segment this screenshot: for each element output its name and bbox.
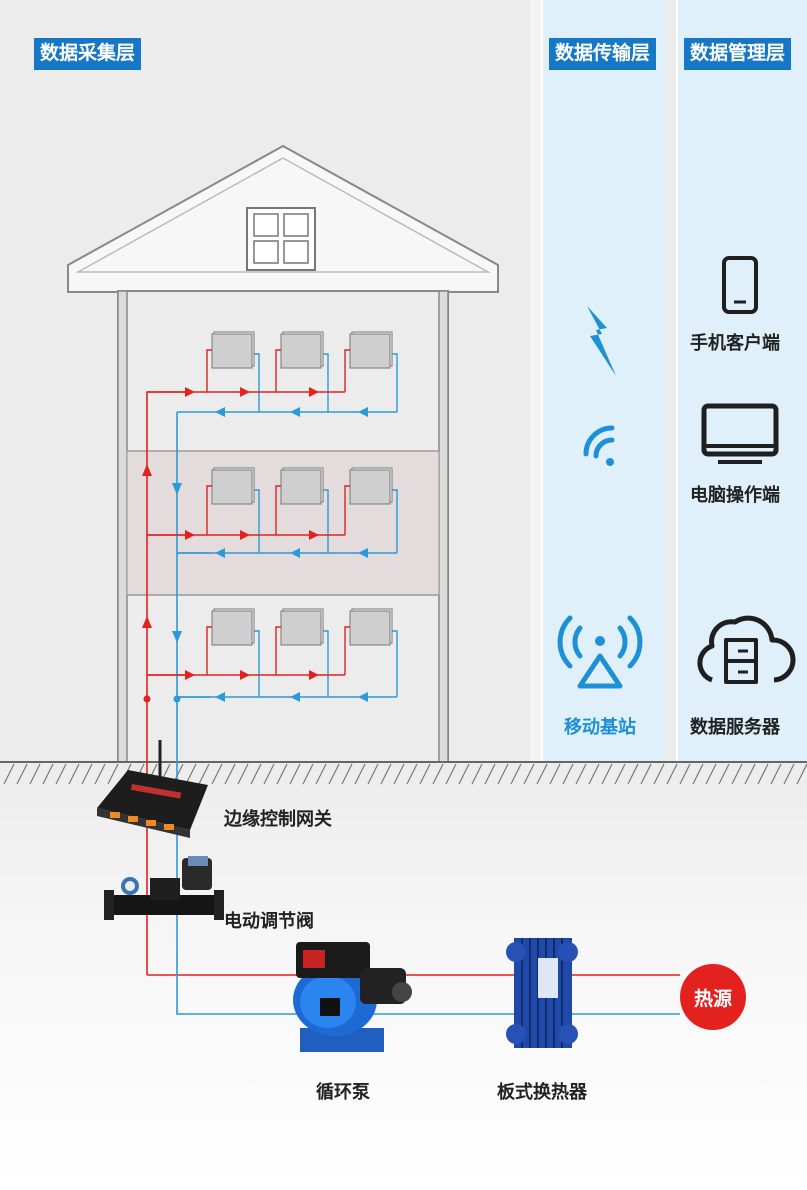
circulation-pump-device [293,942,412,1052]
flow-arrow [240,530,250,540]
flow-arrow [309,530,319,540]
radiator-floor [147,608,398,702]
flow-arrow [358,692,368,702]
flow-arrow [309,670,319,680]
flow-arrow [185,387,195,397]
lightning-icon [587,306,616,376]
data-server-label: 数据服务器 [690,717,780,737]
pc-operator-label: 电脑操作端 [690,485,780,505]
flow-arrow [215,407,225,417]
flow-arrow [215,548,225,558]
transmission-layer-tag: 数据传输层 [549,38,657,70]
flow-arrow [185,530,195,540]
flow-arrow [358,548,368,558]
collection-layer-tag: 数据采集层 [34,38,142,70]
plate-exchanger-label: 板式换热器 [497,1082,587,1102]
management-column [676,0,807,762]
flow-arrow [309,387,319,397]
electric-valve-device [104,856,224,920]
signal-tower-icon [557,615,643,689]
base-station-label: 移动基站 [564,717,636,737]
flow-arrow [290,548,300,558]
flow-arrow [240,670,250,680]
edge-gateway-label: 边缘控制网关 [224,809,332,829]
plate-exchanger-device [506,938,578,1048]
electric-valve-label: 电动调节阀 [224,911,314,931]
house [67,144,499,763]
heat-source-badge: 热源 [680,964,746,1030]
radiator-floors [147,331,398,702]
radiator-floor [147,467,398,558]
flow-arrow [240,387,250,397]
wifi-icon [583,425,615,466]
flow-arrow [358,407,368,417]
phone-client-label: 手机客户端 [690,333,780,353]
monitor-icon [701,403,779,464]
cloud-server-icon [697,615,796,684]
phone-icon [722,256,758,314]
edge-gateway-device [97,740,208,838]
circulation-pump-label: 循环泵 [316,1082,370,1102]
flow-arrow [290,407,300,417]
flow-arrow [215,692,225,702]
radiator-floor [147,331,398,417]
management-layer-tag: 数据管理层 [684,38,792,70]
flow-arrow [290,692,300,702]
flow-arrow [185,670,195,680]
